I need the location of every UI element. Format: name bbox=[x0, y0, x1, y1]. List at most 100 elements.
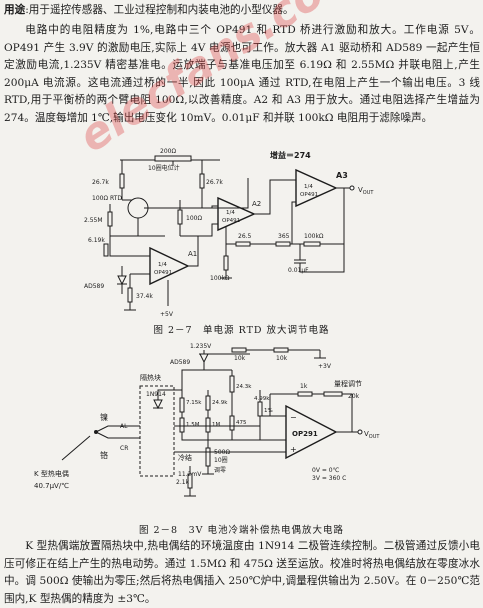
resistor-26r5 bbox=[235, 241, 251, 247]
zero-pot-label: 10圈电位计 bbox=[148, 164, 180, 172]
resistor-26k7-right bbox=[199, 173, 205, 189]
resistor-1k bbox=[297, 391, 313, 397]
vs-label: +5V bbox=[160, 311, 174, 318]
resistor-365 bbox=[275, 241, 291, 247]
cr-label: CR bbox=[120, 445, 128, 452]
a3-label: A3 bbox=[336, 171, 348, 180]
r365-label: 365 bbox=[278, 233, 290, 240]
diode-label: 1N914 bbox=[146, 391, 166, 398]
body-paragraph-1: 电路中的电阻精度为 1%,电路中三个 OP491 和 RTD 桥进行激励和放大。… bbox=[4, 24, 480, 124]
r715-label: 7.15k bbox=[186, 400, 202, 406]
a1-part: OP491 bbox=[154, 270, 172, 276]
r255-label: 2.55M bbox=[84, 217, 103, 224]
resistor-10k-a bbox=[231, 347, 247, 353]
zero-pot-symbol bbox=[154, 155, 192, 162]
zero-label: 调零 bbox=[214, 466, 226, 474]
intro-text: :用于遥控传感器、工业过程控制和内装电池的小型仪器。 bbox=[25, 4, 294, 16]
resistor-10k-b bbox=[273, 347, 289, 353]
r267b-label: 26.7k bbox=[206, 179, 223, 186]
vout-label-2: VOUT bbox=[364, 430, 380, 440]
tc-coef-label: 40.7μV/℃ bbox=[34, 482, 69, 490]
ad589-label: AD589 bbox=[84, 283, 104, 290]
thermo-label: K 型热电偶 bbox=[34, 469, 69, 478]
intro-lead: 用途 bbox=[4, 4, 26, 16]
a2-frac: 1/4 bbox=[226, 210, 235, 216]
figure-2-8-caption: 图 2－8 3V 电池冷端补偿热电偶放大电路 bbox=[138, 525, 345, 536]
r10ka-label: 10k bbox=[276, 355, 288, 362]
resistor-100k-feedback bbox=[303, 241, 321, 247]
a3-frac: 1/4 bbox=[304, 184, 313, 190]
vout-label: VOUT bbox=[358, 186, 374, 196]
r11-label: 1% bbox=[264, 408, 273, 414]
r100ka-label: 100kΩ bbox=[304, 233, 324, 240]
ni-label: 镍 bbox=[100, 412, 108, 422]
a2-part: OP491 bbox=[222, 218, 240, 224]
op291-plus: + bbox=[290, 445, 297, 454]
v3-label: +3V bbox=[318, 363, 332, 370]
a1-frac: 1/4 bbox=[158, 262, 167, 268]
resistor-1m bbox=[205, 417, 211, 433]
rtd-amplifier-schematic: 200Ω 10圈电位计 26.7k 26.7k 100Ω RTD 2.55M 1… bbox=[84, 148, 374, 318]
resistor-7k15 bbox=[179, 397, 185, 413]
t1-label: 3V = 360 C bbox=[312, 475, 346, 482]
r475-label: 475 bbox=[236, 420, 247, 426]
chrome-label: 铬 bbox=[100, 450, 108, 460]
tc-junction bbox=[94, 430, 98, 434]
r15m-label: 1.5M bbox=[186, 422, 200, 428]
r499-label: 4.99k bbox=[254, 396, 270, 402]
r243-label: 24.3k bbox=[236, 384, 252, 390]
resistor-6k19 bbox=[103, 243, 109, 257]
v1235-label: 1.235V bbox=[190, 343, 212, 350]
body-paragraph-2: K 型热偶端放置隔热块中,热电偶结的环境温度由 1N914 二极管连续控制。二极… bbox=[4, 540, 480, 605]
a1-label: A1 bbox=[188, 250, 197, 258]
cap-label: 0.01μF bbox=[288, 267, 309, 274]
ad589-label-2: AD589 bbox=[170, 359, 190, 366]
r1m-label: 1M bbox=[212, 422, 220, 428]
r1k-label: 1k bbox=[300, 383, 308, 390]
gain-label: 增益＝274 bbox=[270, 150, 311, 160]
r100kb-label: 100kΩ bbox=[210, 275, 230, 282]
r10k-label: 10k bbox=[234, 355, 246, 362]
op291-label: OP291 bbox=[292, 430, 318, 438]
t0-label: 0V = 0℃ bbox=[312, 467, 340, 474]
resistor-475 bbox=[229, 415, 235, 431]
resistor-26k7-left bbox=[119, 173, 125, 189]
resistor-100k-ground bbox=[223, 255, 229, 271]
r20k-label: 20k bbox=[348, 393, 360, 400]
opamp-a1 bbox=[149, 246, 190, 286]
resistor-24k9 bbox=[205, 395, 211, 411]
turns-label: 10圈 bbox=[214, 457, 228, 464]
rtd-label: 100Ω RTD bbox=[92, 195, 122, 202]
r100-label: 100Ω bbox=[186, 215, 202, 222]
r619-label: 6.19k bbox=[88, 237, 105, 244]
fs-adj-label: 量程调节 bbox=[334, 379, 362, 388]
isothermal-block bbox=[139, 385, 175, 477]
opamp-a2 bbox=[217, 196, 256, 232]
resistor-100r bbox=[177, 209, 183, 225]
diode-1n914 bbox=[153, 399, 163, 410]
r200-label: 200Ω bbox=[160, 148, 176, 155]
gain-pot-20k bbox=[323, 391, 343, 397]
vout-terminal bbox=[349, 185, 355, 191]
ad589-diode-2 bbox=[199, 353, 209, 364]
resistor-1m5 bbox=[179, 417, 185, 433]
r112-label: 11.2mV bbox=[178, 471, 202, 478]
r267a-label: 26.7k bbox=[92, 179, 109, 186]
ad589-symbol bbox=[117, 275, 127, 286]
opamp-op291 bbox=[285, 404, 338, 460]
resistor-37k4 bbox=[127, 287, 133, 303]
r249-label: 24.9k bbox=[212, 400, 228, 406]
figure-2-7-caption: 图 2－7 单电源 RTD 放大调节电路 bbox=[153, 325, 330, 336]
r21-label: 2.1k bbox=[176, 479, 190, 486]
r374-label: 37.4k bbox=[136, 293, 153, 300]
iso-label: 隔热块 bbox=[140, 373, 161, 382]
resistor-24k3 bbox=[229, 375, 235, 393]
zero-pot-500 bbox=[205, 447, 211, 467]
thermocouple-amplifier-schematic: 1.235V AD589 10k 10k +3V 隔热块 1N914 7.15k… bbox=[34, 343, 380, 497]
opamp-a3 bbox=[295, 168, 338, 208]
op291-minus: − bbox=[290, 413, 297, 422]
r265-label: 26.5 bbox=[238, 233, 252, 240]
resistor-2m55 bbox=[107, 211, 113, 227]
vout-terminal-2 bbox=[357, 429, 363, 435]
